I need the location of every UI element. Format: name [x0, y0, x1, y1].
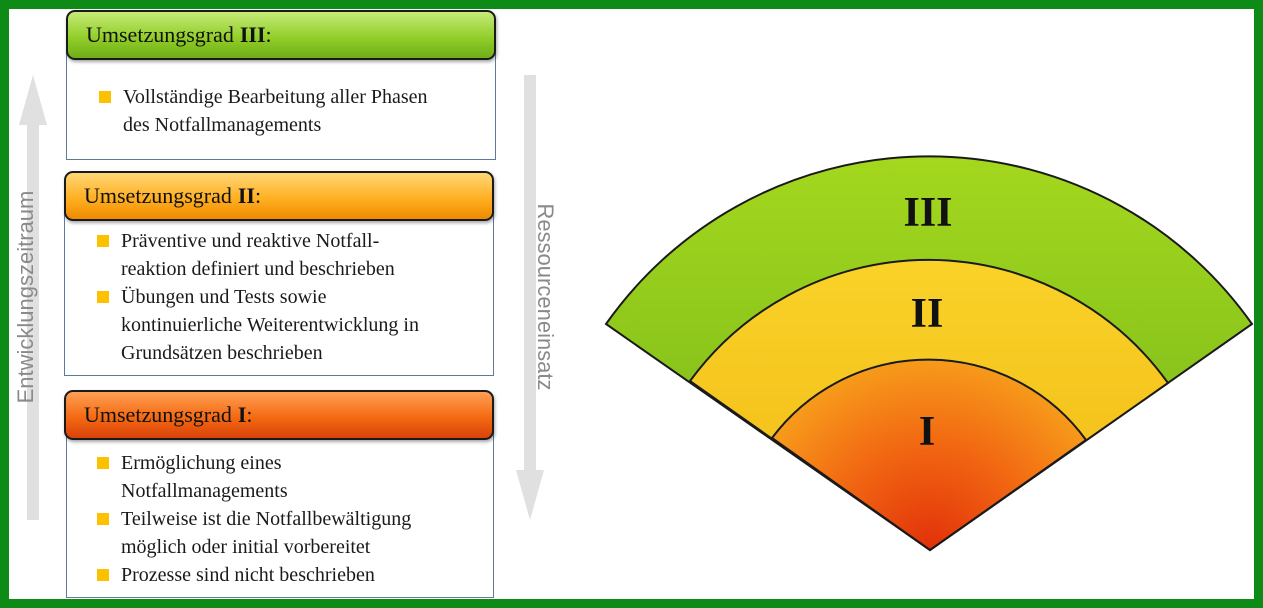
level-2-bullet-1: Präventive und reaktive Notfall- reaktio… [97, 227, 395, 283]
fan-label-II: II [911, 291, 944, 337]
down-arrow [516, 75, 544, 520]
level-2-bullet-2: Übungen und Tests sowie kontinuierliche … [97, 283, 419, 367]
bullet-square-icon [97, 291, 109, 303]
bullet-square-icon [97, 569, 109, 581]
level-2-box: Präventive und reaktive Notfall- reaktio… [64, 212, 494, 376]
bullet-square-icon [97, 457, 109, 469]
level-1-bullet-2: Teilweise ist die Notfallbewältigung mög… [97, 505, 411, 561]
fan-label-I: I [919, 409, 935, 455]
up-arrow [19, 75, 47, 520]
fan-segment-I [770, 358, 1088, 552]
level-1-bullet-3: Prozesse sind nicht beschrieben [97, 561, 375, 589]
bullet-square-icon [97, 513, 109, 525]
level-3-bullet-1: Vollständige Bearbeitung aller Phasen de… [99, 83, 428, 139]
fan-label-III: III [903, 190, 952, 236]
level-1-bullet-1: Ermöglichung eines Notfallmanagements [97, 449, 288, 505]
bullet-square-icon [99, 91, 111, 103]
level-1-box: Ermöglichung eines Notfallmanagements Te… [66, 430, 494, 598]
bullet-square-icon [97, 235, 109, 247]
level-3-box: Vollständige Bearbeitung aller Phasen de… [66, 52, 496, 160]
